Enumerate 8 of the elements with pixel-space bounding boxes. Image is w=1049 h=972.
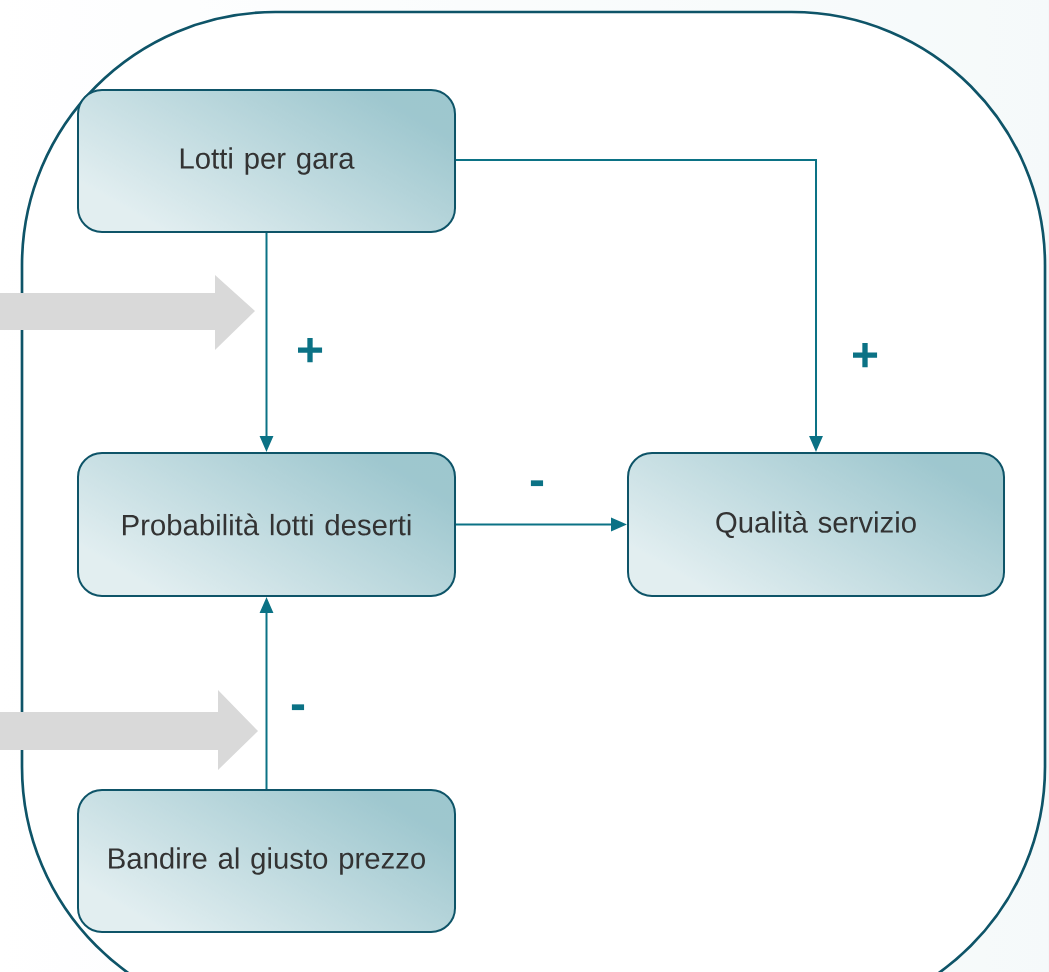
process-box: Lotti per gara — [77, 89, 456, 233]
process-box: Probabilità lotti deserti — [77, 452, 456, 597]
process-box: Qualità servizio — [627, 452, 1005, 597]
process-box: Bandire al giusto prezzo — [77, 789, 456, 933]
edge-label: - — [291, 704, 305, 711]
edge-label: - — [530, 480, 544, 487]
edge-label: + — [853, 342, 878, 368]
edge-label: + — [298, 337, 323, 363]
